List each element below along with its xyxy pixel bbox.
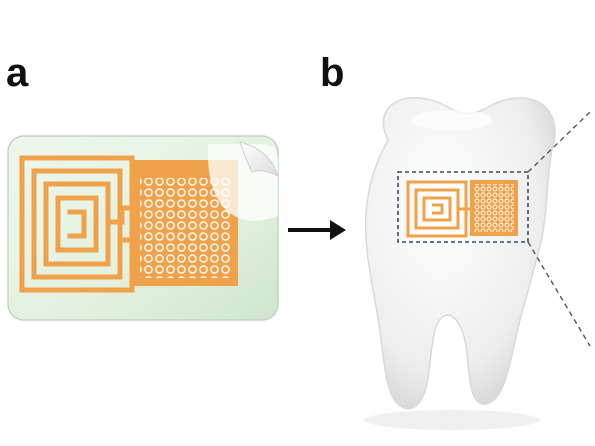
zoom-guide-lines — [527, 111, 591, 347]
sensor-film — [7, 135, 279, 321]
tooth-sensor — [406, 180, 518, 238]
peeling-corner — [207, 141, 279, 221]
panel-letter-a: a — [6, 51, 29, 95]
sensor-outline-box — [397, 171, 529, 243]
tooth-icon — [364, 97, 556, 430]
arrow-right-icon — [288, 220, 346, 240]
spiral-coil-mini-icon — [406, 180, 470, 238]
panel-letter-b: b — [320, 51, 344, 95]
